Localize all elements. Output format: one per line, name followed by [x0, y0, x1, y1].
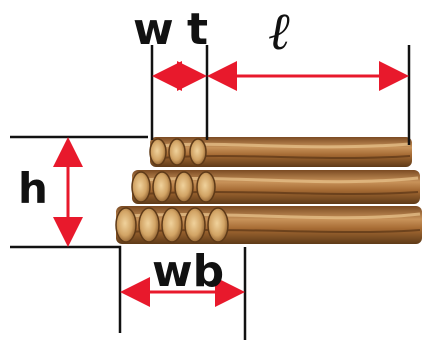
label-length: ℓ — [268, 2, 290, 62]
dimension-arrows — [53, 61, 409, 307]
label-w: w — [133, 4, 174, 55]
label-h: h — [18, 164, 48, 213]
log-row-top — [149, 137, 412, 167]
log-row-bottom — [115, 206, 422, 244]
label-wb: wb — [152, 246, 225, 297]
log-row-middle — [131, 170, 420, 204]
h-bottom-wb-left-extension-line — [10, 245, 122, 333]
timber-stack — [115, 137, 422, 244]
label-t: t — [187, 4, 209, 55]
